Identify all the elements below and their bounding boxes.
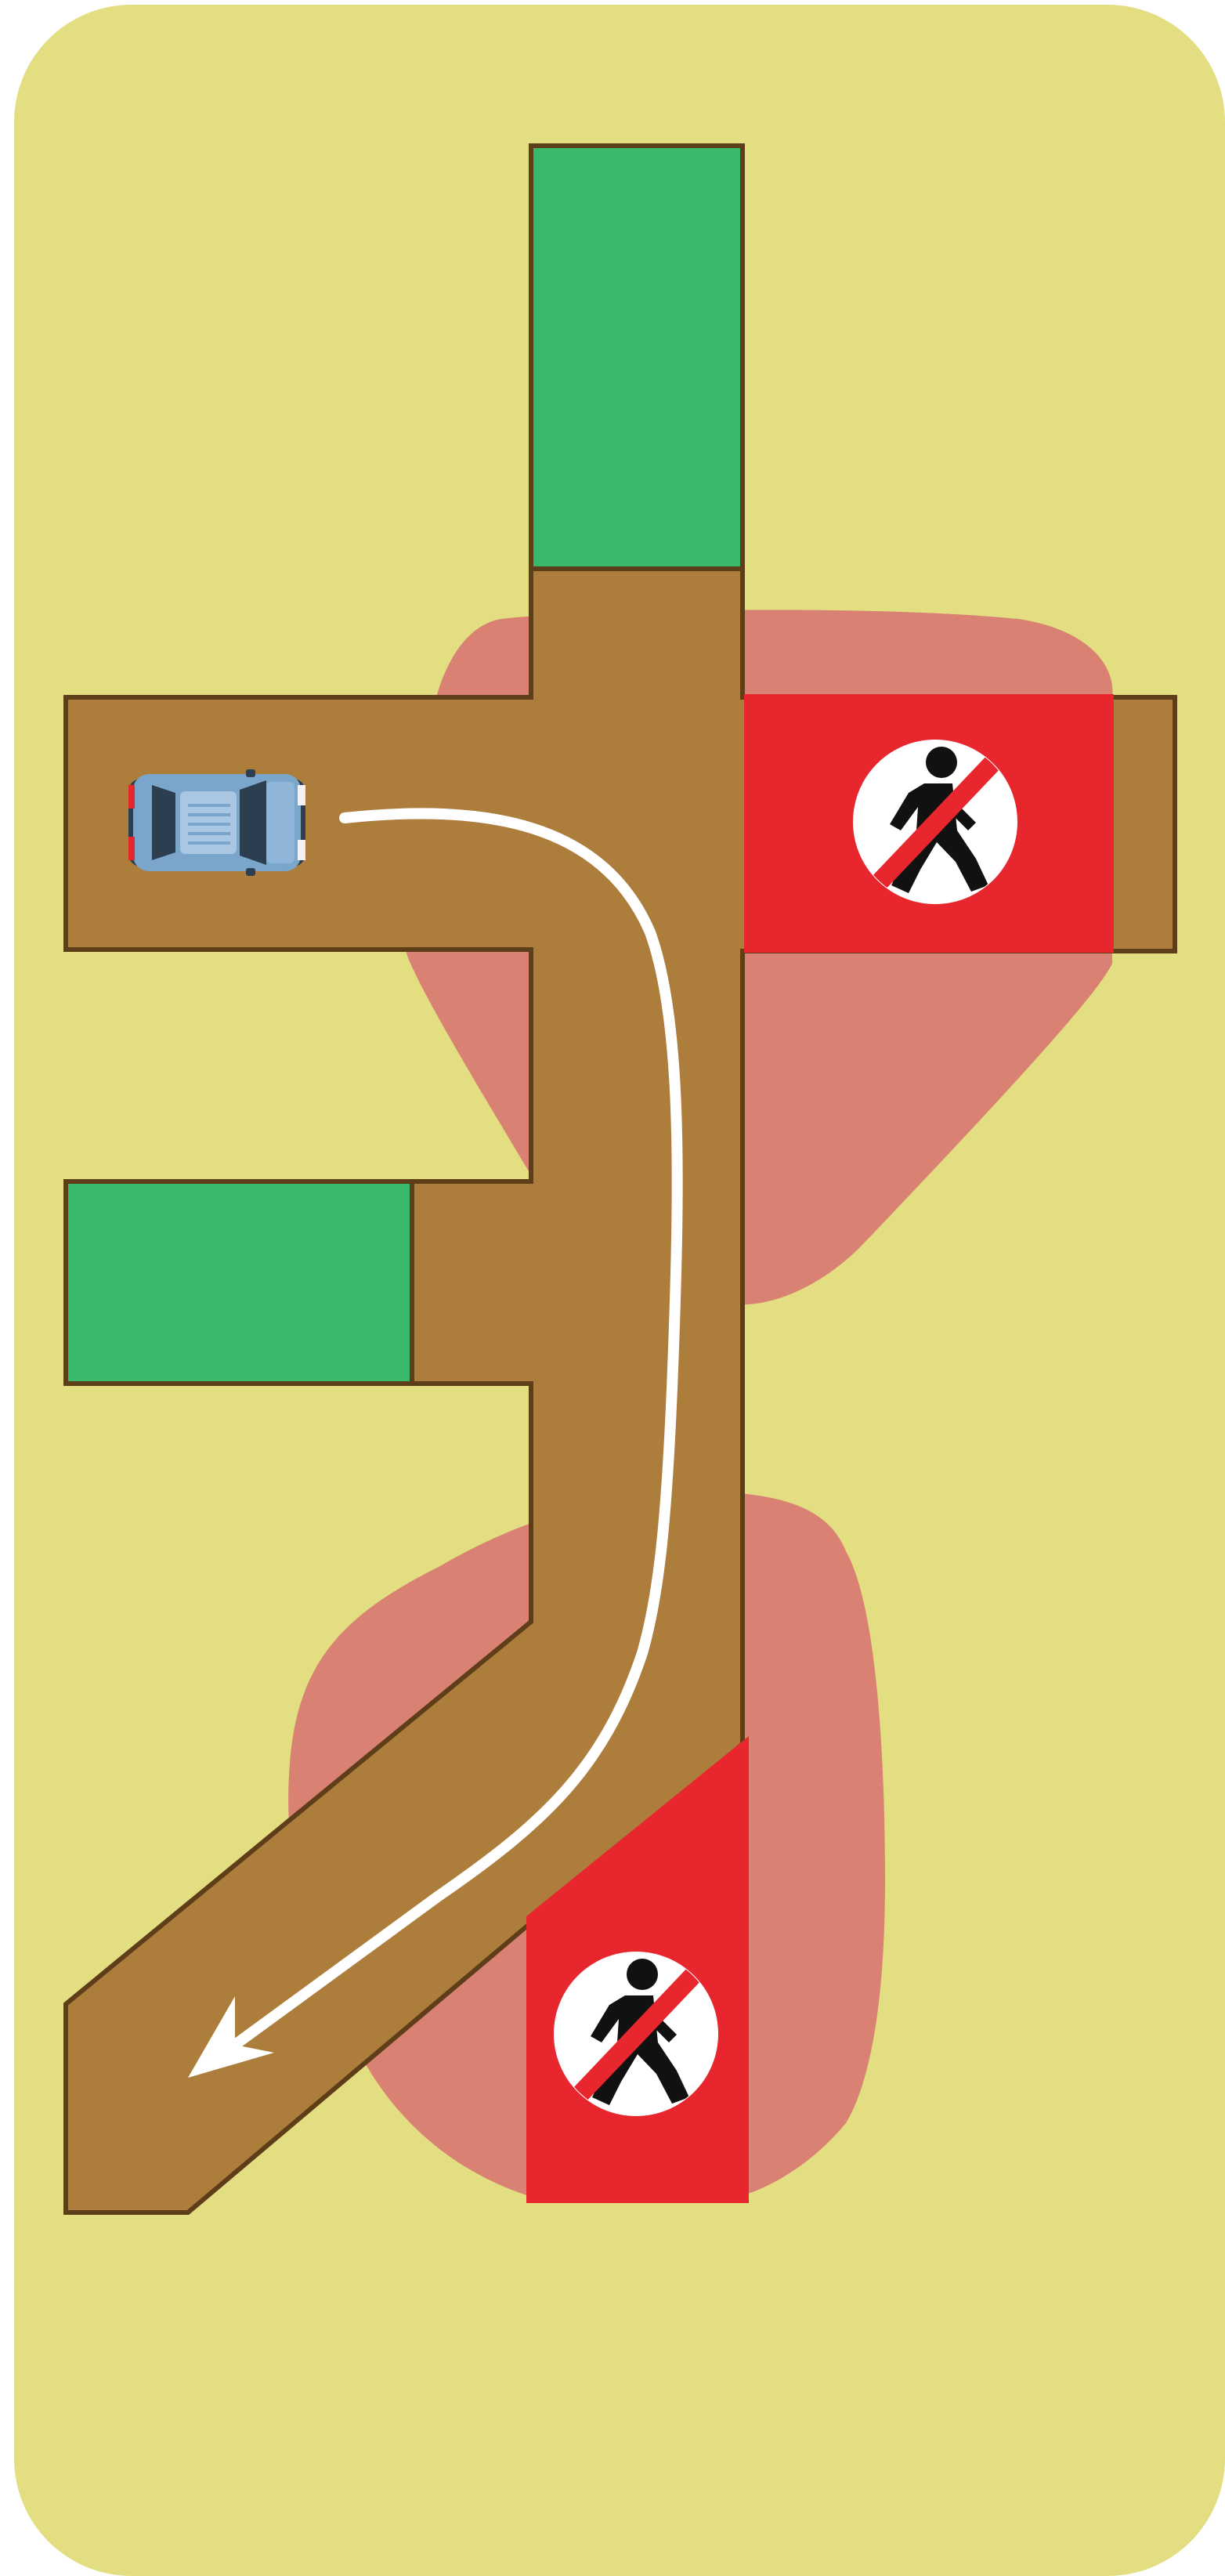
goal-zone-top: [531, 146, 743, 569]
goal-zone-left: [66, 1181, 412, 1384]
no-pedestrian-icon: [837, 723, 1034, 921]
no-pedestrian-icon: [537, 1935, 735, 2133]
car-icon[interactable]: [128, 769, 305, 876]
